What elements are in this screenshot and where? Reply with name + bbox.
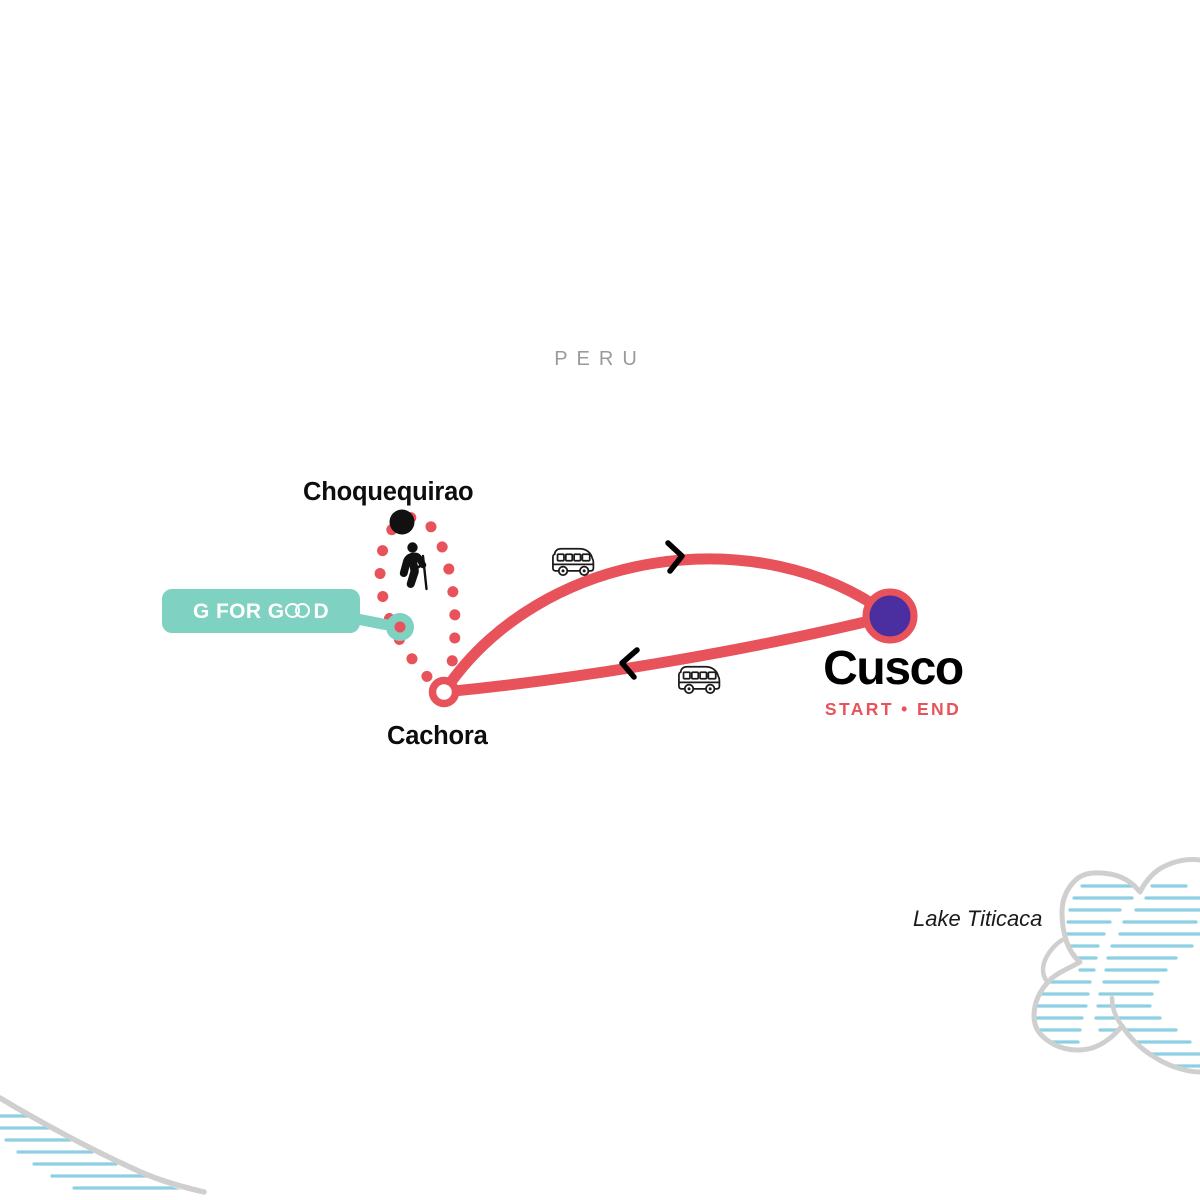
lake-titicaca-shape: [1031, 857, 1200, 1075]
coastline-southwest: [0, 1095, 207, 1195]
g-for-good-badge[interactable]: G FOR G D: [162, 589, 360, 633]
coast-outline: [0, 1095, 207, 1195]
lake-spit-detail: [1109, 995, 1125, 1029]
lake-outline-north: [1075, 857, 1200, 895]
direction-arrow-east: [665, 540, 685, 574]
route-cachora-cusco-outbound: [438, 553, 896, 698]
route-trek-choquequirao-loop: [374, 512, 461, 698]
bus-icon: [678, 665, 721, 694]
lake-outline-west: [1031, 875, 1200, 1075]
hiker-icon: [399, 542, 428, 591]
marker-choquequirao[interactable]: [389, 509, 415, 535]
marker-cusco-start-end[interactable]: [862, 588, 918, 644]
bus-icon: [552, 547, 595, 576]
route-cusco-cachora-return: [438, 610, 896, 698]
g-for-good-text-before: G FOR G: [192, 599, 285, 623]
g-for-good-label: G FOR G D: [193, 601, 329, 622]
infinity-oo-icon: [285, 602, 312, 620]
lake-hatching: [1034, 884, 1200, 1068]
coast-hatching: [0, 1114, 188, 1190]
lake-inlet-detail: [1040, 937, 1065, 983]
g-for-good-text-after: D: [313, 599, 330, 623]
direction-arrow-west: [619, 647, 640, 680]
g-for-good-connector: [346, 612, 414, 641]
marker-cachora[interactable]: [428, 676, 460, 708]
